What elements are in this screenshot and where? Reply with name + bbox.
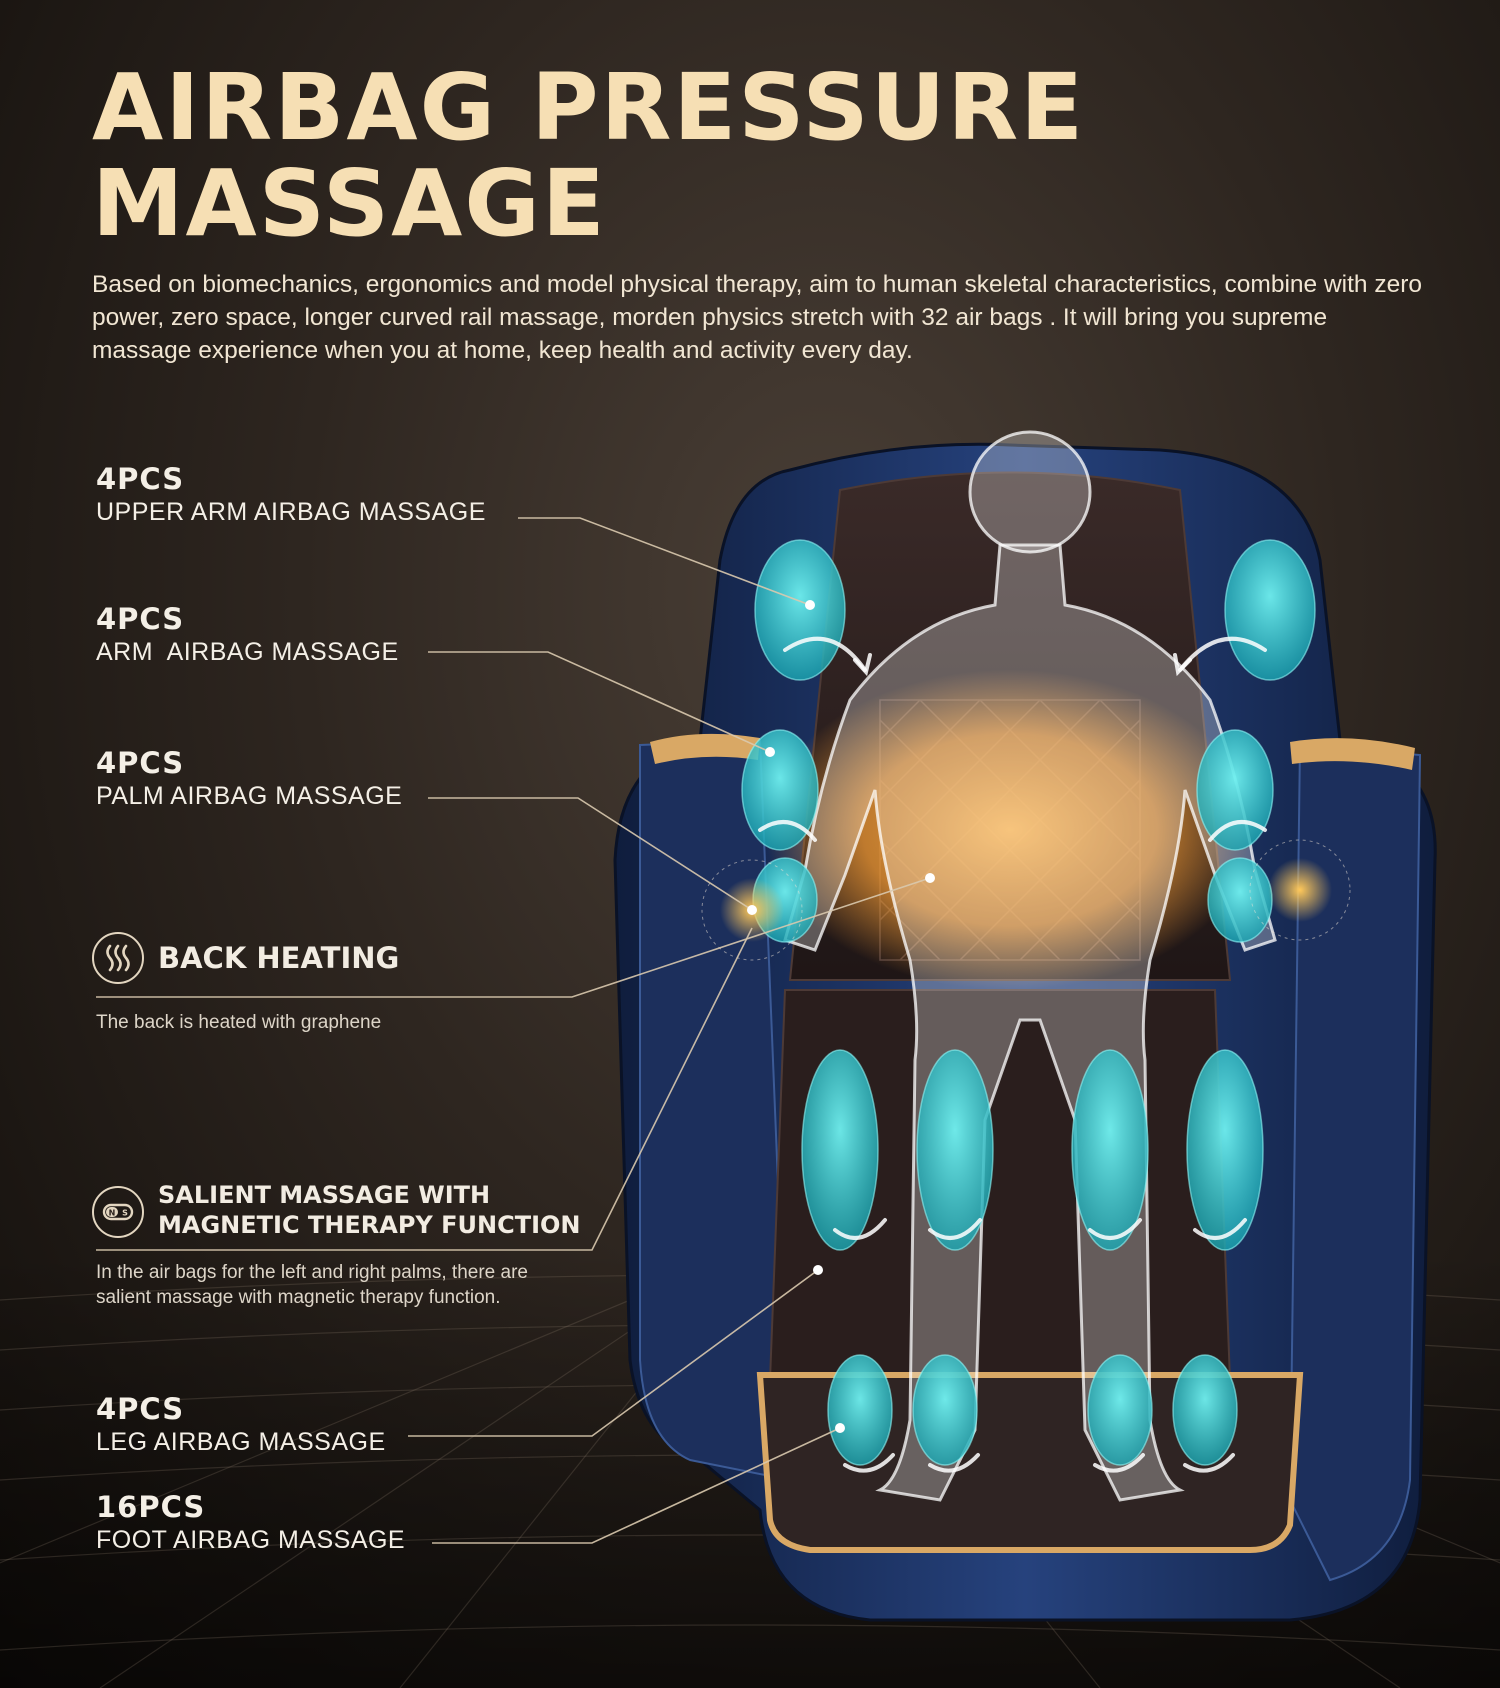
magnetic-title: SALIENT MASSAGE WITH MAGNETIC THERAPY FU… — [158, 1180, 581, 1240]
svg-text:S: S — [122, 1209, 128, 1218]
intro-description: Based on biomechanics, ergonomics and mo… — [92, 271, 1422, 364]
leader-arm — [428, 651, 771, 753]
callout-name: FOOT AIRBAG MASSAGE — [96, 1526, 406, 1554]
heat-waves-icon — [92, 932, 144, 984]
callout-qty: 4PCS — [96, 462, 185, 496]
callout-qty: 4PCS — [96, 746, 185, 780]
title-line-1: AIRBAG PRESSURE — [92, 54, 1086, 161]
motion-arrows — [758, 636, 1267, 1473]
leader-back-heating — [96, 877, 931, 998]
airbags — [741, 539, 1316, 1466]
callout-name: LEG AIRBAG MASSAGE — [96, 1428, 386, 1456]
callout-arm: 4PCS ARM AIRBAG MASSAGE — [96, 602, 399, 668]
right-palm-ring — [1249, 839, 1351, 941]
leader-foot — [432, 1427, 841, 1544]
right-palm-glow — [1268, 858, 1332, 922]
magnetic-title-line-1: SALIENT MASSAGE WITH — [158, 1181, 491, 1209]
chair-footrest — [756, 1372, 1304, 1553]
callout-palm: 4PCS PALM AIRBAG MASSAGE — [96, 746, 402, 812]
magnetic-desc-line-1: In the air bags for the left and right p… — [96, 1262, 528, 1283]
back-heating-zone — [765, 670, 1255, 990]
callout-name: ARM AIRBAG MASSAGE — [96, 638, 399, 666]
right-armrest — [1288, 743, 1422, 1582]
callout-upper-arm: 4PCS UPPER ARM AIRBAG MASSAGE — [96, 462, 486, 528]
back-heating-desc: The back is heated with graphene — [96, 1012, 382, 1033]
magnetic-title-line-2: MAGNETIC THERAPY FUNCTION — [158, 1211, 581, 1239]
svg-text:N: N — [109, 1209, 116, 1218]
leader-upper-arm — [518, 517, 811, 606]
magnetic-desc: In the air bags for the left and right p… — [96, 1260, 528, 1310]
callout-qty: 4PCS — [96, 602, 185, 636]
leader-leg — [408, 1269, 819, 1437]
magnet-icon: N S — [92, 1186, 144, 1238]
callout-foot: 16PCS FOOT AIRBAG MASSAGE — [96, 1490, 405, 1556]
callout-name: UPPER ARM AIRBAG MASSAGE — [96, 498, 486, 526]
callout-name: PALM AIRBAG MASSAGE — [96, 782, 403, 810]
page-title: AIRBAG PRESSURE MASSAGE — [92, 60, 1192, 252]
magnetic-desc-line-2: salient massage with magnetic therapy fu… — [96, 1287, 501, 1308]
callout-qty: 16PCS — [96, 1490, 206, 1524]
back-heating-title: BACK HEATING — [158, 941, 400, 975]
callout-qty: 4PCS — [96, 1392, 185, 1426]
leader-magnetic — [96, 927, 753, 1251]
left-gold-trim — [650, 733, 760, 764]
leader-palm — [428, 797, 753, 911]
left-palm-ring — [701, 859, 803, 961]
title-line-2: MASSAGE — [92, 150, 607, 257]
callout-leg: 4PCS LEG AIRBAG MASSAGE — [96, 1392, 386, 1458]
right-gold-trim — [1290, 738, 1415, 770]
